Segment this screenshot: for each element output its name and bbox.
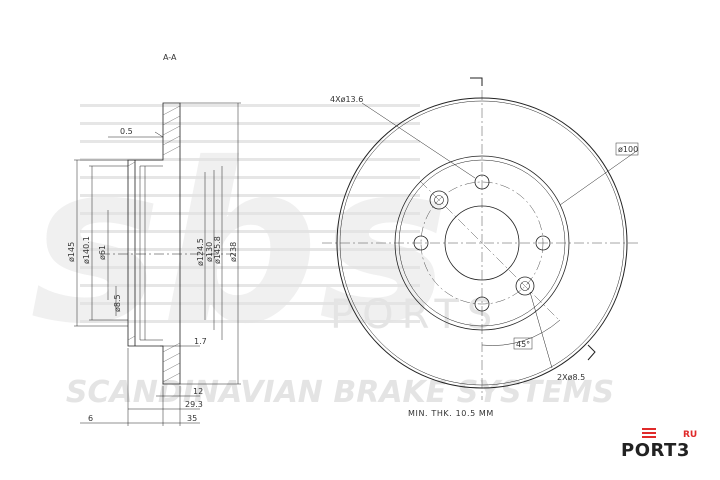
dim-d145: ø145	[67, 242, 76, 262]
dim-d61: ø61	[98, 245, 107, 260]
bolt-hole	[535, 235, 551, 251]
dim-w29-3: 29.3	[185, 400, 203, 409]
label-hole-pattern: 4Xø13.6	[330, 95, 363, 104]
brand-bar	[642, 432, 656, 434]
svg-text:ø100: ø100	[618, 145, 638, 154]
dim-d145-8: ø145.8	[213, 236, 222, 264]
dim-w35: 35	[187, 414, 197, 423]
small-hole	[515, 276, 535, 296]
dim-offset: 0.5	[120, 127, 133, 136]
svg-text:45°: 45°	[516, 340, 530, 349]
watermark-ports: PORTS	[330, 292, 500, 338]
brand-bar	[642, 428, 656, 430]
brand-suffix: RU	[683, 430, 698, 440]
dim-w6: 6	[88, 414, 93, 423]
dim-d238: ø238	[229, 242, 238, 262]
front-view	[322, 77, 640, 400]
label-min-thickness: MIN. THK. 10.5 MM	[408, 409, 494, 418]
small-hole	[429, 190, 449, 210]
dim-d140: ø140.1	[82, 236, 91, 264]
dim-d124-5: ø124.5	[196, 238, 205, 266]
dim-d8-5: ø8.5	[113, 294, 122, 312]
label-center-bore: ø100	[615, 142, 639, 156]
brand-bar	[642, 436, 656, 438]
label-small-holes: 2Xø8.5	[557, 373, 585, 382]
label-angle: 45°	[513, 337, 533, 350]
brand-logo: RU PORT3	[621, 428, 701, 468]
section-view	[74, 102, 241, 426]
watermark-logo: sbs	[30, 116, 449, 372]
section-label: A-A	[163, 53, 177, 62]
dim-thk-1-7: 1.7	[194, 337, 207, 346]
dim-w12: 12	[193, 387, 203, 396]
watermark: sbs PORTS SCANDINAVIAN BRAKE SYSTEMS	[30, 104, 614, 410]
watermark-stripes	[80, 104, 420, 323]
dim-d130: ø130	[205, 242, 214, 262]
watermark-tagline: SCANDINAVIAN BRAKE SYSTEMS	[66, 375, 614, 410]
brand-name: PORT3	[621, 440, 690, 461]
